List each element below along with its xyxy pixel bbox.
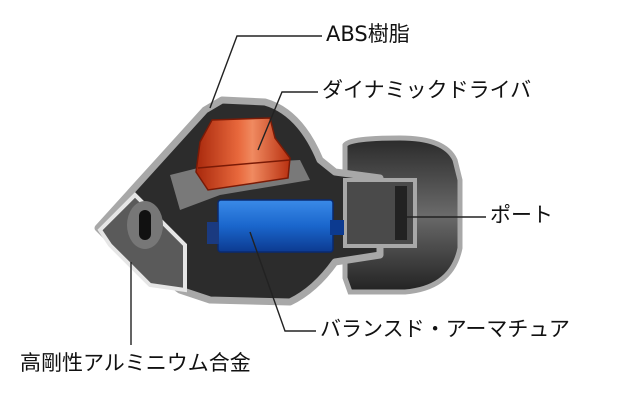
label-abs-resin: ABS樹脂 [326,22,410,46]
label-port: ポート [490,203,553,227]
label-balanced-armature: バランスド・アーマチュア [320,317,570,341]
ba-back [207,222,219,244]
leader-abs [209,35,322,109]
leader-dynamic [257,91,318,151]
mount-slot [139,210,151,240]
port-opening [395,186,407,240]
balanced-armature [217,199,334,253]
dynamic-driver [195,117,291,191]
label-aluminum-alloy: 高剛性アルミニウム合金 [20,351,251,375]
ba-nozzle [330,220,344,235]
leader-ba [249,231,316,332]
label-dynamic-driver: ダイナミックドライバ [322,78,532,102]
